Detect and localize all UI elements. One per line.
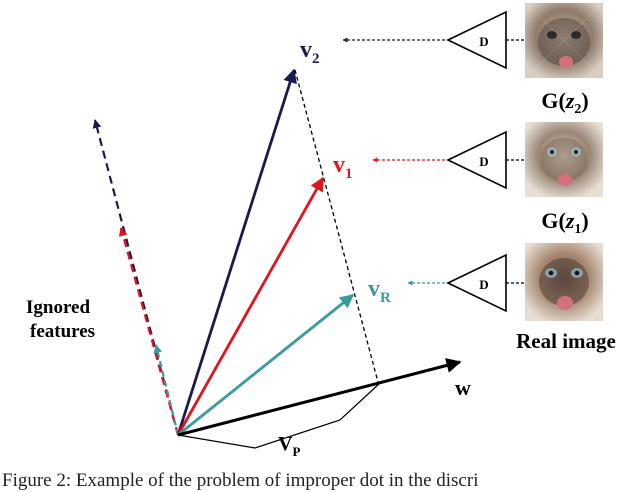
- label-w: w: [455, 375, 471, 400]
- discriminator-label: D: [479, 277, 488, 292]
- vector-v2: [176, 68, 297, 436]
- discriminator-row-gz1: D G(z1): [372, 122, 603, 237]
- label-v1: v1: [333, 152, 353, 182]
- discriminator-triangle: [446, 130, 507, 190]
- discriminator-triangle: [446, 253, 507, 313]
- label-vP: VP: [278, 433, 300, 459]
- vector-w: [177, 358, 462, 437]
- image-caption-gz1: G(z1): [541, 208, 588, 237]
- image-caption-gz2: G(z2): [541, 88, 588, 117]
- figure-caption: Figure 2: Example of the problem of impr…: [2, 470, 479, 491]
- image-caption-real: Real image: [516, 329, 616, 353]
- real-cat-image: [525, 243, 603, 321]
- vp-brace: [177, 382, 381, 449]
- projection-dashed-line: [294, 69, 379, 383]
- discriminator-row-gz2: D G(z2): [342, 2, 604, 117]
- label-vR: vR: [368, 276, 391, 306]
- vector-v1: [176, 176, 325, 436]
- vector-vR: [177, 293, 355, 437]
- label-v2: v2: [300, 37, 320, 67]
- discriminator-triangle: [446, 10, 507, 70]
- generated-cat-image-gz1: [525, 122, 603, 197]
- ignored-dashed-red: [118, 227, 180, 436]
- ignored-dashed-teal: [153, 344, 180, 436]
- ignored-dashed-navy: [92, 119, 180, 436]
- discriminator-label: D: [479, 34, 488, 49]
- discriminator-label: D: [479, 154, 488, 169]
- label-ignored-line1: Ignored: [26, 297, 90, 318]
- generated-cat-image-gz2: [524, 2, 604, 79]
- label-ignored-line2: features: [30, 321, 95, 342]
- discriminator-row-real: D Real image: [407, 243, 616, 353]
